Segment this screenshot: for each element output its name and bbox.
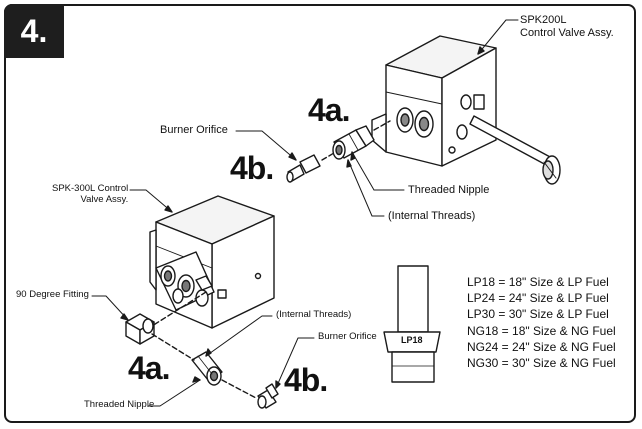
diagram-frame <box>4 4 636 423</box>
spk300l-label-line1: SPK-300L Control <box>52 183 129 194</box>
step-4a-top-label: 4a. <box>308 92 350 128</box>
step-4b-bottom-label: 4b. <box>284 362 328 398</box>
spk200l-label-line2: Control Valve Assy. <box>520 26 614 39</box>
step-number-badge: 4. <box>4 4 64 58</box>
step-4b-top-label: 4b. <box>230 150 274 186</box>
leader-arrows <box>120 46 485 389</box>
legend-item: NG24 = 24" Size & NG Fuel <box>467 339 616 354</box>
legend-item: LP30 = 30" Size & LP Fuel <box>467 307 609 322</box>
internal-threads-top-label: (Internal Threads) <box>388 210 476 222</box>
burner-orifice-bottom-label: Burner Orifice <box>318 331 377 342</box>
threaded-nipple-bottom <box>191 351 223 386</box>
step-4a-bottom-label: 4a. <box>128 350 170 386</box>
fuel-code-legend: LP18 = 18" Size & LP Fuel LP24 = 24" Siz… <box>467 274 616 371</box>
internal-threads-bottom-label: (Internal Threads) <box>276 309 352 320</box>
orifice-detail <box>383 265 441 383</box>
burner-orifice-bottom <box>257 383 279 409</box>
orifice-stamp-label: LP18 <box>401 335 423 345</box>
spk300l-label-line2: Valve Assy. <box>80 193 129 205</box>
legend-item: LP24 = 24" Size & LP Fuel <box>467 291 609 306</box>
burner-orifice-top <box>286 154 321 183</box>
spk200l-valve-body <box>371 35 561 185</box>
spk300l-valve-body <box>149 195 275 329</box>
leader-lines <box>91 19 519 407</box>
spk300l-label: SPK-300L Control Valve Assy. <box>52 183 129 206</box>
spk200l-label-line1: SPK200L <box>520 14 567 26</box>
legend-item: LP18 = 18" Size & LP Fuel <box>467 275 609 289</box>
spk200l-label: SPK200L Control Valve Assy. <box>520 14 614 39</box>
step-number: 4. <box>20 12 48 49</box>
ninety-degree-fitting <box>125 313 155 345</box>
legend-item: NG30 = 30" Size & NG Fuel <box>467 356 616 371</box>
threaded-nipple-top-label: Threaded Nipple <box>408 184 490 196</box>
threaded-nipple-top <box>332 125 375 160</box>
ninety-degree-fitting-label: 90 Degree Fitting <box>16 289 89 300</box>
legend-item: NG18 = 18" Size & NG Fuel <box>467 323 616 338</box>
threaded-nipple-bottom-label: Threaded Nipple <box>84 399 155 410</box>
burner-orifice-top-label: Burner Orifice <box>160 124 228 136</box>
